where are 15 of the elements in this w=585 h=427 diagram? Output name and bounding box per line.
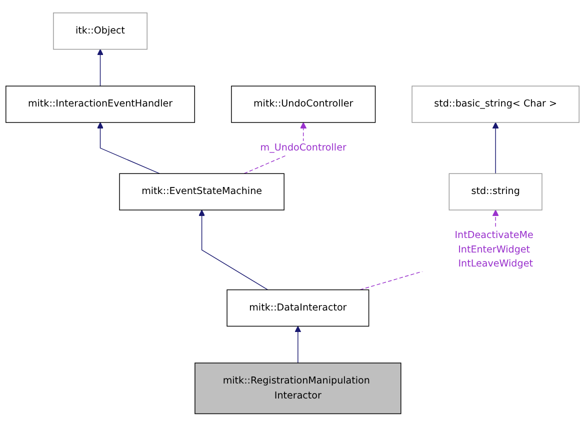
node-box: mitk::EventStateMachine — [119, 173, 284, 211]
arrow — [294, 326, 302, 364]
node-box: std::basic_string< Char > — [412, 86, 580, 124]
arrow — [97, 122, 160, 174]
arrow — [97, 49, 104, 87]
node-box: std::string — [448, 173, 542, 211]
node-box: itk::Object — [53, 12, 148, 50]
arrow — [198, 210, 268, 290]
node-box: mitk::InteractionEventHandler — [6, 86, 195, 124]
arrow — [492, 122, 499, 174]
node-box: mitk::RegistrationManipulation Interactor — [194, 362, 402, 414]
node-box: mitk::UndoController — [231, 86, 376, 124]
node-box: mitk::DataInteractor — [226, 290, 370, 327]
edge-label: m_UndoController — [260, 142, 346, 154]
edge-label: IntDeactivateMe IntEnterWidget IntLeaveWidget — [454, 230, 534, 270]
